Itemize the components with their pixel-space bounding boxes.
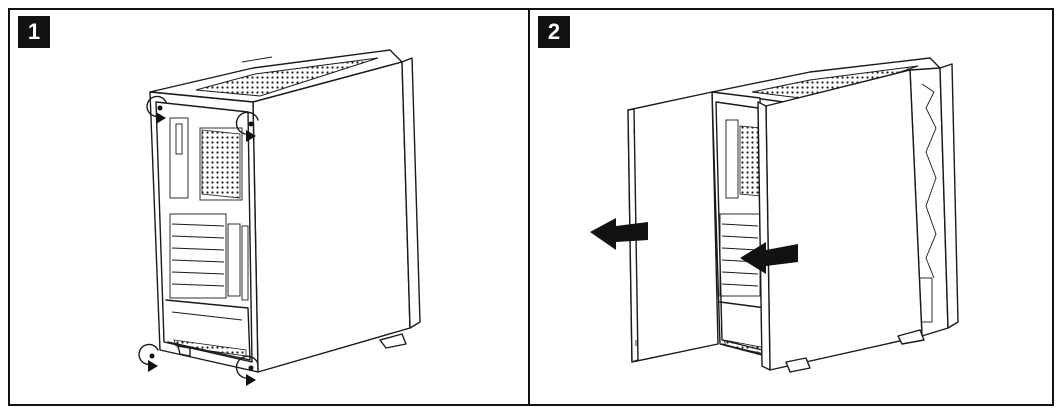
expansion-slots (169, 213, 241, 299)
arrow-left-icon (590, 218, 648, 250)
rotate-screw-icon (235, 111, 259, 142)
step-2-panel: 2 (530, 8, 1054, 406)
pc-case-side-panel-removed (627, 57, 959, 373)
step-1-illustration (138, 49, 421, 386)
rotate-screw-icon (146, 95, 167, 124)
rotate-screw-icon (138, 343, 159, 372)
step-1-badge: 1 (18, 16, 50, 48)
rotate-screw-icon (235, 355, 259, 386)
step-1-panel: 1 (8, 8, 530, 406)
step-2-badge: 2 (538, 16, 570, 48)
pc-case-rear (149, 49, 421, 373)
arrow-left-icon (740, 242, 798, 274)
step-2-illustration (590, 57, 959, 373)
